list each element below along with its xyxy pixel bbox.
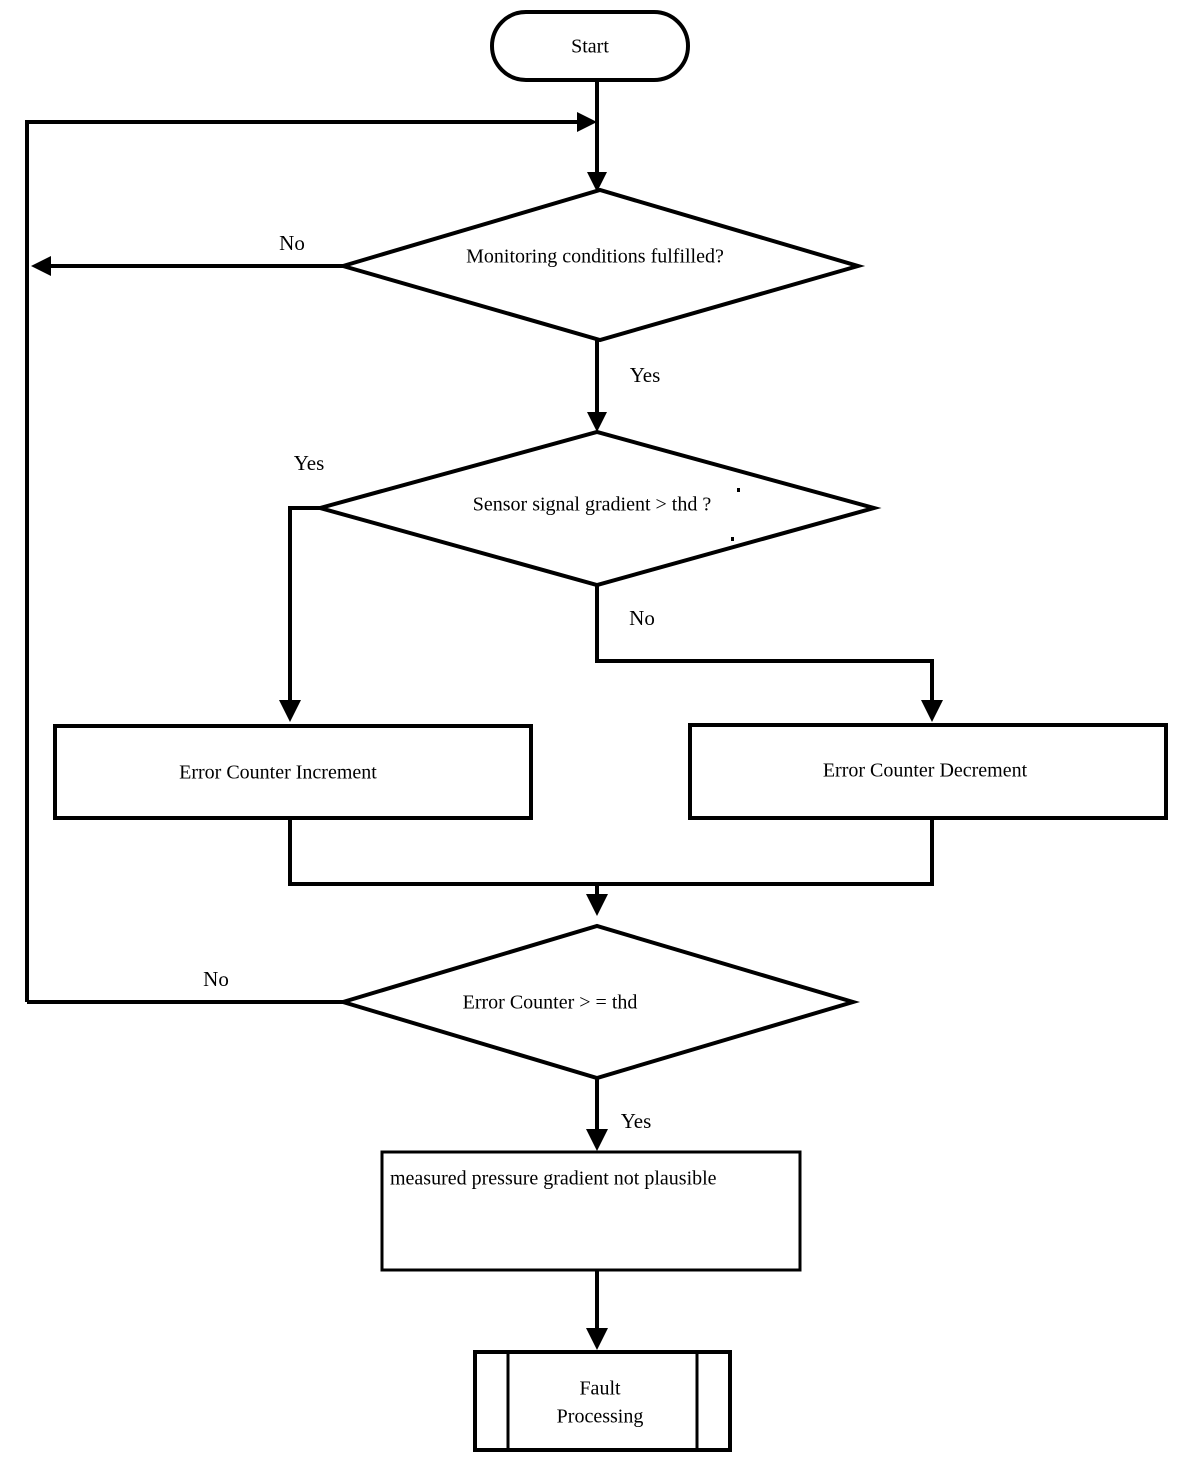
edge-monitoring-no xyxy=(31,256,343,276)
artifact-speck-1 xyxy=(737,488,740,492)
node-predefined-fault-processing[interactable]: Fault Processing xyxy=(473,1350,732,1452)
increment-label: Error Counter Increment xyxy=(179,762,377,784)
edge-label-counter-yes: Yes xyxy=(621,1109,652,1133)
edge-counter-yes xyxy=(586,1078,608,1151)
edge-merge-to-counter xyxy=(288,818,934,916)
counter-decision-shape xyxy=(336,923,861,1081)
edge-label-monitoring-yes: Yes xyxy=(630,363,661,387)
artifact-speck-2 xyxy=(731,537,734,541)
fault-processing-label-line1: Fault xyxy=(579,1378,621,1400)
start-label: Start xyxy=(571,36,609,58)
node-decision-monitoring[interactable]: Monitoring conditions fulfilled? xyxy=(335,187,866,343)
node-start[interactable]: Start xyxy=(490,10,690,82)
node-decision-gradient[interactable]: Sensor signal gradient > thd ? xyxy=(312,429,882,588)
not-plausible-box-shape xyxy=(380,1150,802,1272)
start-terminator-shape xyxy=(490,10,690,82)
increment-box-shape xyxy=(53,724,533,820)
edge-monitoring-yes xyxy=(587,340,607,432)
edge-plausible-to-fault xyxy=(586,1270,608,1350)
decrement-label: Error Counter Decrement xyxy=(823,760,1028,782)
monitoring-decision-shape xyxy=(335,187,866,343)
fault-processing-label-line2: Processing xyxy=(557,1406,644,1428)
counter-decision-label: Error Counter > = thd xyxy=(463,992,638,1014)
edge-label-monitoring-no: No xyxy=(279,231,305,255)
node-decision-counter[interactable]: Error Counter > = thd xyxy=(336,923,861,1081)
edge-label-counter-no: No xyxy=(203,967,229,991)
edge-label-gradient-yes: Yes xyxy=(294,451,325,475)
edge-feedback-trunk xyxy=(25,112,597,1002)
fault-processing-box-shape xyxy=(473,1350,732,1452)
edge-label-gradient-no: No xyxy=(629,606,655,630)
monitoring-decision-label: Monitoring conditions fulfilled? xyxy=(466,246,724,268)
node-process-decrement[interactable]: Error Counter Decrement xyxy=(688,723,1168,820)
edge-start-to-monitoring xyxy=(587,80,607,192)
not-plausible-label: measured pressure gradient not plausible xyxy=(390,1168,717,1190)
node-process-increment[interactable]: Error Counter Increment xyxy=(53,724,533,820)
edge-gradient-no xyxy=(595,585,943,722)
gradient-decision-label: Sensor signal gradient > thd ? xyxy=(473,494,712,516)
node-process-not-plausible[interactable]: measured pressure gradient not plausible xyxy=(380,1150,802,1272)
edge-gradient-yes xyxy=(279,506,320,722)
decrement-box-shape xyxy=(688,723,1168,820)
gradient-decision-shape xyxy=(312,429,882,588)
